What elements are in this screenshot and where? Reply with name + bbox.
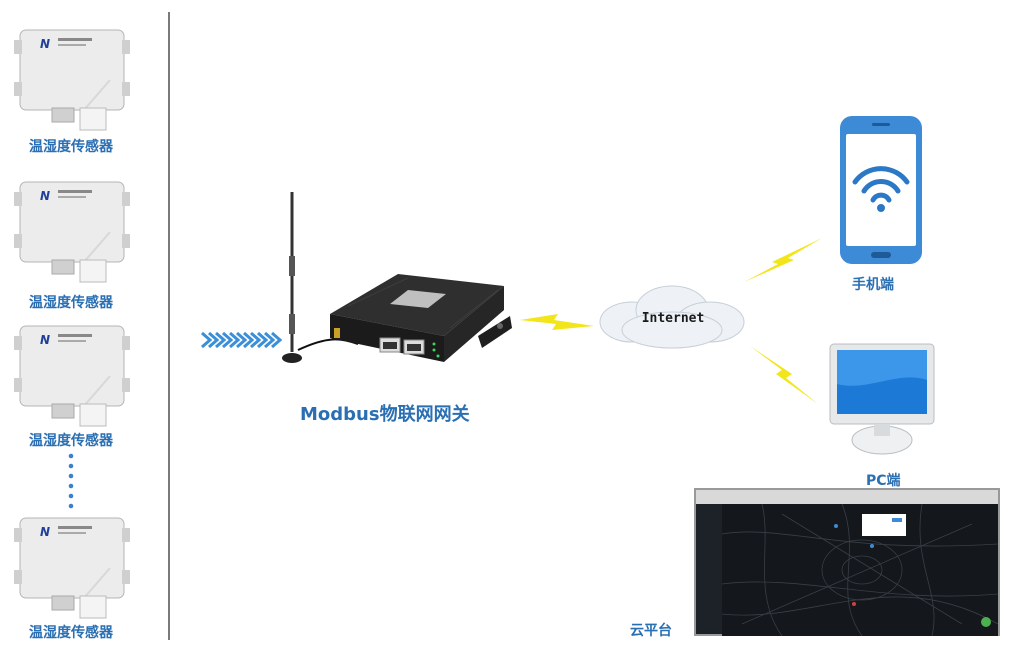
divider-line — [168, 12, 170, 640]
lightning-bolt-phone — [744, 238, 822, 282]
sensor-label-3: 温湿度传感器 — [29, 433, 113, 449]
pc-monitor-icon — [829, 343, 935, 455]
pc-label: PC端 — [866, 473, 901, 489]
signal-chevrons — [201, 331, 282, 349]
gateway-label: Modbus物联网网关 — [300, 404, 470, 425]
phone-label: 手机端 — [852, 277, 894, 293]
svg-text:N: N — [40, 525, 50, 539]
lightning-bolt-pc — [750, 346, 818, 404]
lightning-bolt-gateway — [520, 314, 594, 330]
sensor-label-2: 温湿度传感器 — [29, 295, 113, 311]
internet-cloud-icon: Internet — [599, 285, 745, 349]
platform-sidebar — [696, 504, 722, 634]
cloud-platform-screen — [694, 488, 1000, 636]
sensor-label-4: 温湿度传感器 — [29, 625, 113, 641]
phone-icon — [840, 116, 922, 264]
platform-top-bar — [696, 490, 998, 504]
internet-text: Internet — [642, 311, 705, 326]
modbus-gateway-device — [282, 192, 512, 363]
sensor-device-3: N — [14, 325, 130, 427]
sensor-device-4: N — [14, 517, 130, 619]
sensor-device-2: N — [14, 181, 130, 283]
svg-text:N: N — [40, 333, 50, 347]
ellipsis-dots — [68, 453, 74, 509]
sensor-label-1: 温湿度传感器 — [29, 139, 113, 155]
sensor-device-1: N — [14, 29, 130, 131]
svg-text:N: N — [40, 189, 50, 203]
svg-text:N: N — [40, 37, 50, 51]
cloud-platform-label: 云平台 — [630, 623, 672, 639]
platform-map — [722, 504, 998, 636]
